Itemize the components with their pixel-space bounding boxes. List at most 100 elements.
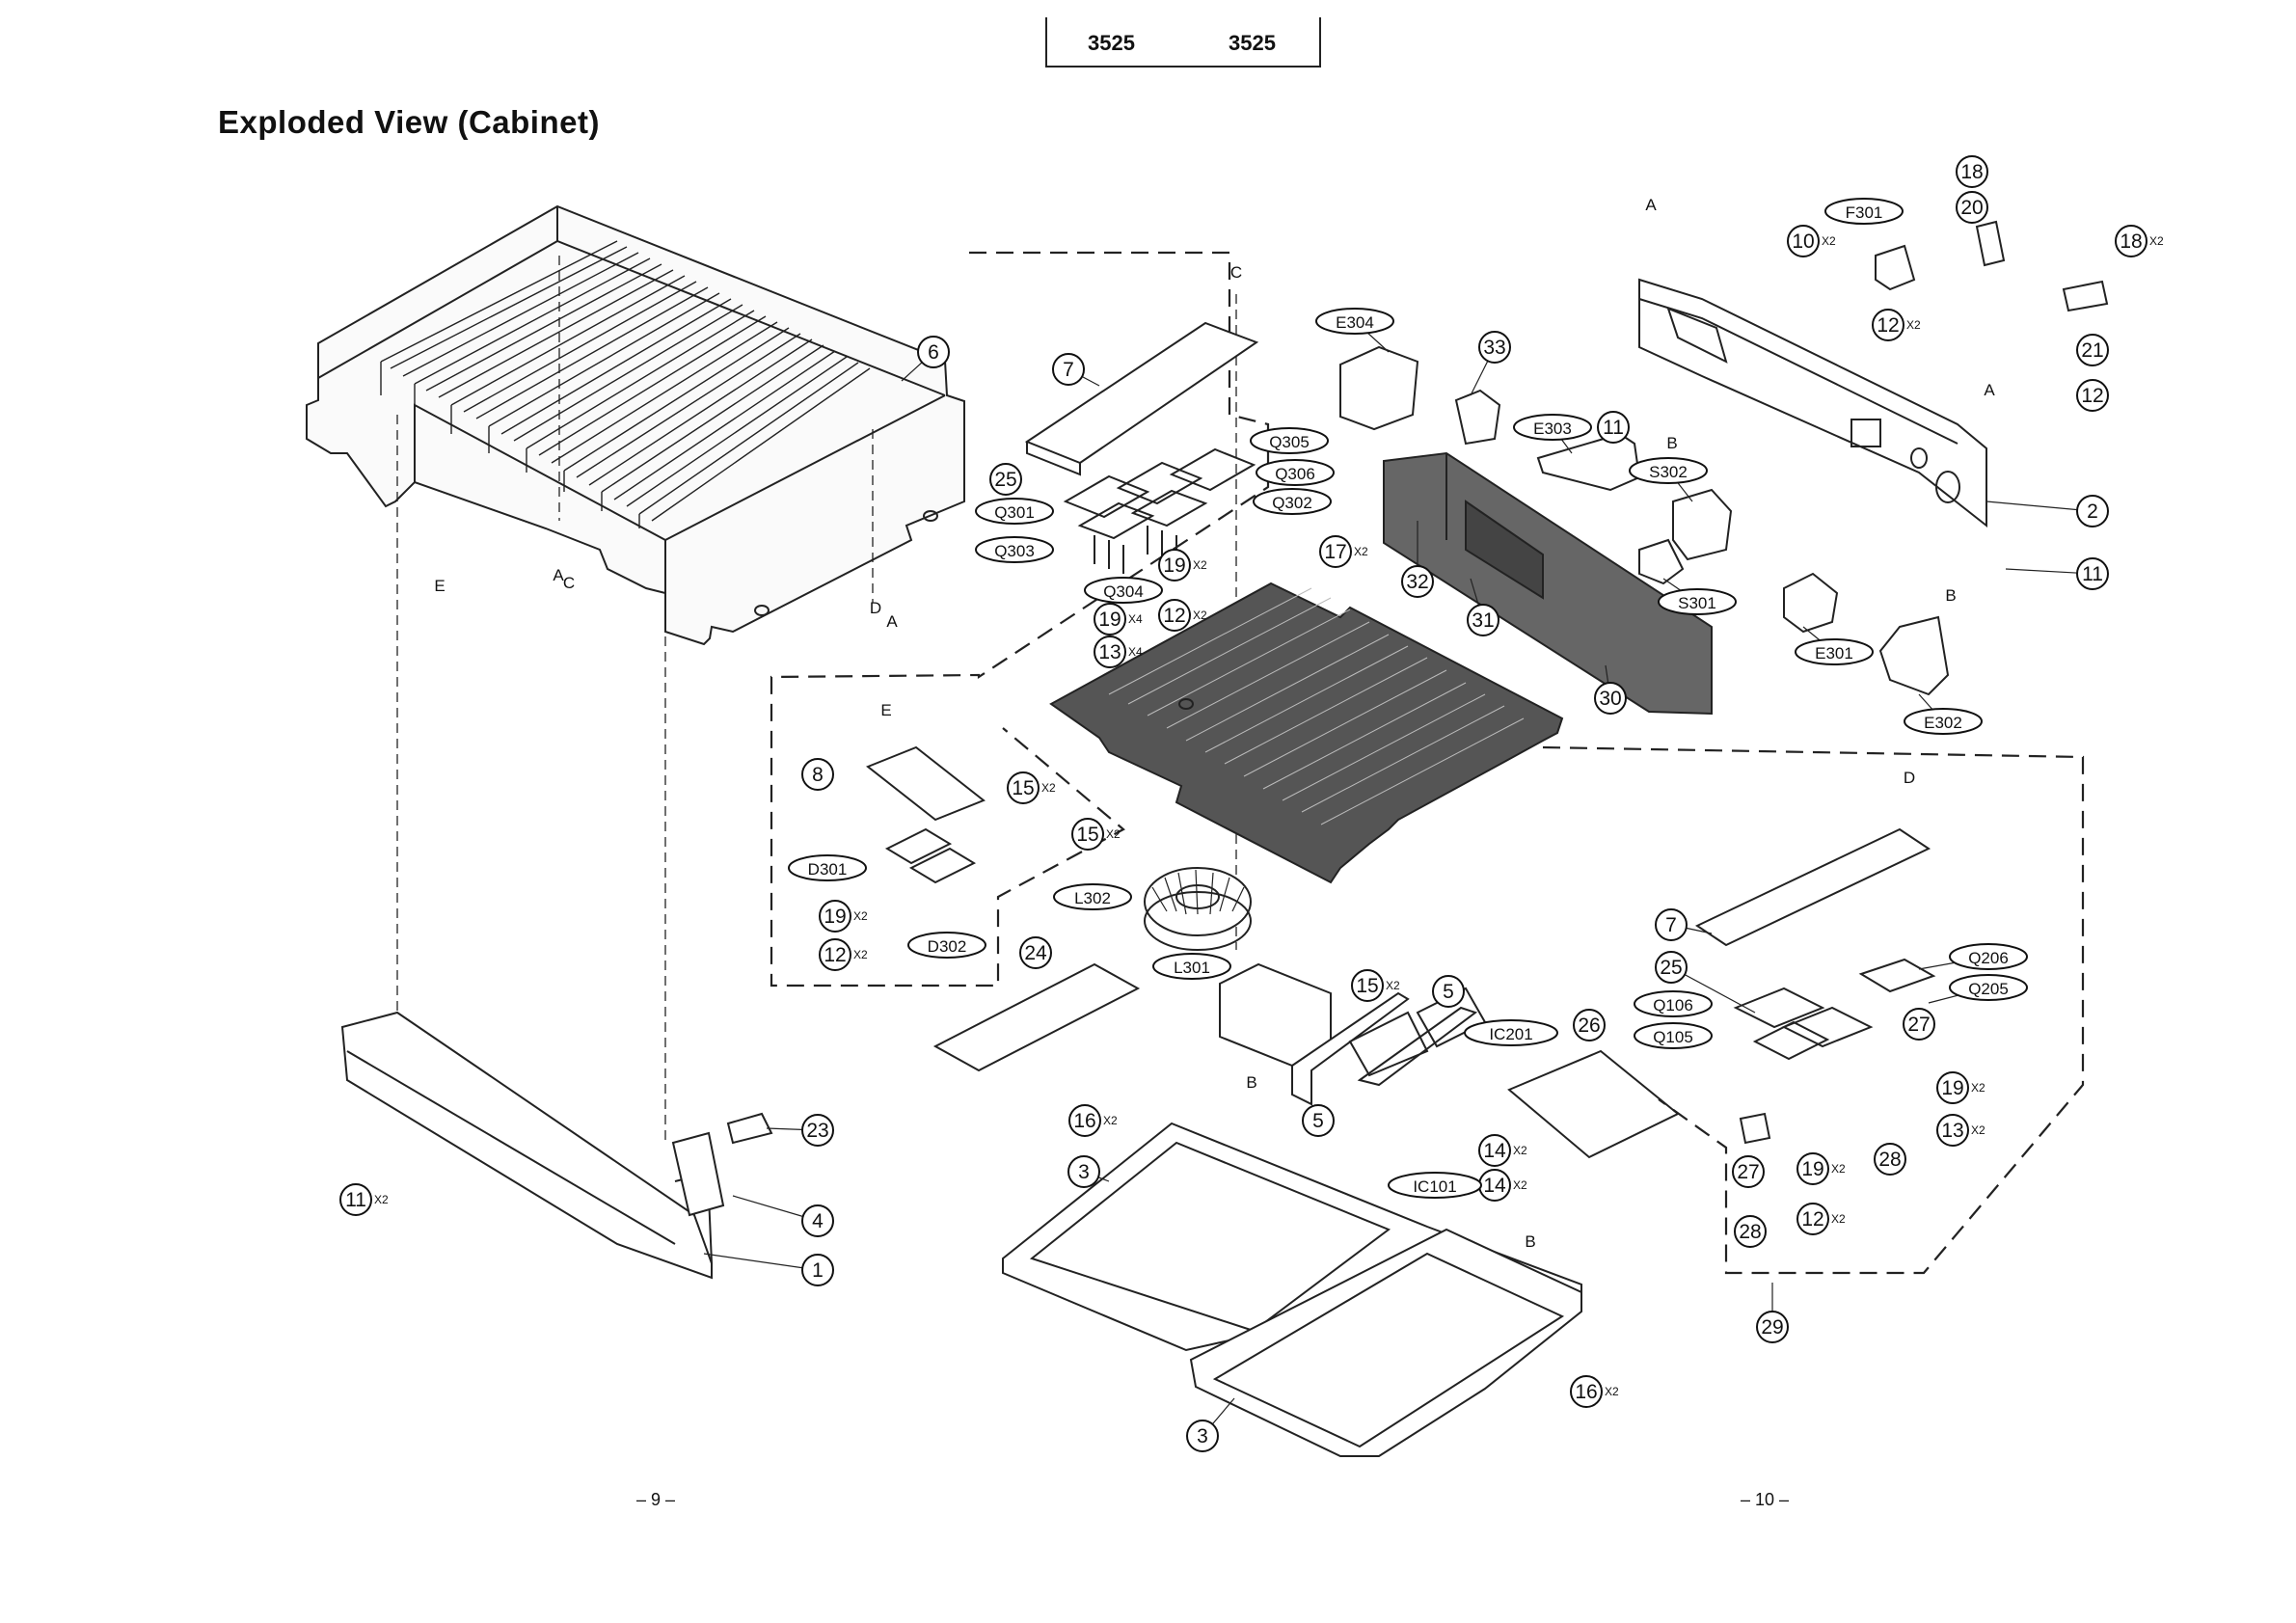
callout-d301: D301 xyxy=(788,854,867,881)
callout-c5b: 5 xyxy=(1302,1104,1335,1137)
callout-text: 28 xyxy=(1739,1221,1761,1243)
callout-text: 16 xyxy=(1575,1381,1597,1403)
callout-s301: S301 xyxy=(1658,588,1737,615)
callout-text: 29 xyxy=(1761,1316,1783,1339)
heatsink-cabinet xyxy=(306,204,965,646)
callout-f301: F301 xyxy=(1824,198,1904,225)
callout-text: IC101 xyxy=(1413,1177,1456,1196)
callout-text: Q205 xyxy=(1968,980,2009,998)
callout-q205: Q205 xyxy=(1949,974,2028,1001)
quantity-multiplier: X2 xyxy=(1906,318,1921,332)
callout-text: Q305 xyxy=(1269,433,1310,451)
callout-c12c: 12 xyxy=(2076,379,2109,412)
callout-text: 7 xyxy=(1665,914,1677,936)
callout-text: 27 xyxy=(1907,1014,1930,1036)
callout-text: D302 xyxy=(928,937,967,956)
alignment-letter-a1: A xyxy=(553,566,564,584)
callout-c3b: 3 xyxy=(1186,1420,1219,1452)
callout-text: Q206 xyxy=(1968,949,2009,967)
quantity-multiplier: X2 xyxy=(374,1193,389,1206)
callout-text: 25 xyxy=(1660,957,1682,979)
page-number-left: – 9 – xyxy=(636,1490,676,1509)
callout-c5a: 5 xyxy=(1432,975,1465,1008)
callout-c10: 10 X2 xyxy=(1787,225,1836,257)
part-drawings xyxy=(306,204,2109,1457)
callout-q206: Q206 xyxy=(1949,943,2028,970)
bracket-21 xyxy=(2062,280,2109,312)
callout-text: 10 xyxy=(1792,230,1814,253)
callout-text: 16 xyxy=(1073,1110,1095,1132)
callout-text: 17 xyxy=(1324,541,1346,563)
alignment-letter-a4: A xyxy=(1984,381,1995,399)
callout-c27a: 27 xyxy=(1903,1008,1935,1041)
callout-text: 15 xyxy=(1012,777,1034,799)
callout-text: 3 xyxy=(1078,1161,1090,1183)
callout-q304: Q304 xyxy=(1084,577,1163,604)
callout-text: 12 xyxy=(1801,1208,1823,1231)
callout-c30: 30 xyxy=(1594,682,1627,715)
alignment-letter-a2: A xyxy=(886,612,898,631)
callout-text: 11 xyxy=(1603,417,1624,439)
callout-q306: Q306 xyxy=(1256,459,1335,486)
callout-text: 20 xyxy=(1960,197,1983,219)
callout-c28a: 28 xyxy=(1874,1143,1906,1176)
quantity-multiplier: X2 xyxy=(853,909,868,923)
callout-c8: 8 xyxy=(801,758,834,791)
switch-s302 xyxy=(1672,488,1733,561)
callout-text: 26 xyxy=(1578,1014,1600,1037)
quantity-multiplier: X2 xyxy=(853,948,868,961)
model-header-box: 3525 3525 xyxy=(1045,17,1321,68)
quantity-multiplier: X2 xyxy=(1971,1123,1985,1137)
callout-l302: L302 xyxy=(1053,883,1132,910)
page-number-right: – 10 – xyxy=(1741,1490,1790,1509)
connector-board xyxy=(1383,451,1713,716)
alignment-letter-d1: D xyxy=(870,599,881,617)
terminal-e303 xyxy=(1536,432,1641,492)
callout-c18a: 18 xyxy=(1956,155,1988,188)
callout-text: 30 xyxy=(1599,688,1621,710)
alignment-letter-c1l: C xyxy=(563,574,575,592)
callout-q302: Q302 xyxy=(1253,488,1332,515)
quantity-multiplier: X2 xyxy=(1103,1114,1118,1127)
callout-c3a: 3 xyxy=(1067,1155,1100,1188)
jack-e302 xyxy=(1878,615,1950,696)
callout-text: 28 xyxy=(1878,1149,1901,1171)
jack-e301 xyxy=(1783,572,1839,634)
callout-c16a: 16 X2 xyxy=(1068,1104,1118,1137)
callout-c7a: 7 xyxy=(1052,353,1085,386)
quantity-multiplier: X2 xyxy=(1386,979,1400,992)
callout-text: 3 xyxy=(1197,1425,1208,1447)
alignment-letter-b2: B xyxy=(1945,586,1956,605)
callout-c4: 4 xyxy=(801,1204,834,1237)
model-number-right: 3525 xyxy=(1229,31,1276,55)
quantity-multiplier: X2 xyxy=(1106,827,1121,841)
callout-e303: E303 xyxy=(1513,414,1592,441)
callout-text: Q303 xyxy=(994,542,1035,560)
model-number-left: 3525 xyxy=(1088,31,1135,55)
quantity-multiplier: X2 xyxy=(1822,234,1836,248)
callout-text: 1 xyxy=(812,1259,824,1282)
callout-text: Q105 xyxy=(1653,1028,1693,1046)
alignment-letter-a3: A xyxy=(1645,196,1657,214)
callout-d302: D302 xyxy=(907,932,986,959)
callout-text: Q306 xyxy=(1275,465,1315,483)
callout-q105: Q105 xyxy=(1634,1022,1713,1049)
pcb-texture xyxy=(1108,587,1525,825)
callout-text: 15 xyxy=(1076,824,1098,846)
callout-text: D301 xyxy=(808,860,848,879)
callout-l301: L301 xyxy=(1152,953,1231,980)
quantity-multiplier: X2 xyxy=(1971,1081,1985,1095)
callout-text: 31 xyxy=(1472,609,1494,632)
callout-text: 19 xyxy=(1941,1077,1963,1099)
